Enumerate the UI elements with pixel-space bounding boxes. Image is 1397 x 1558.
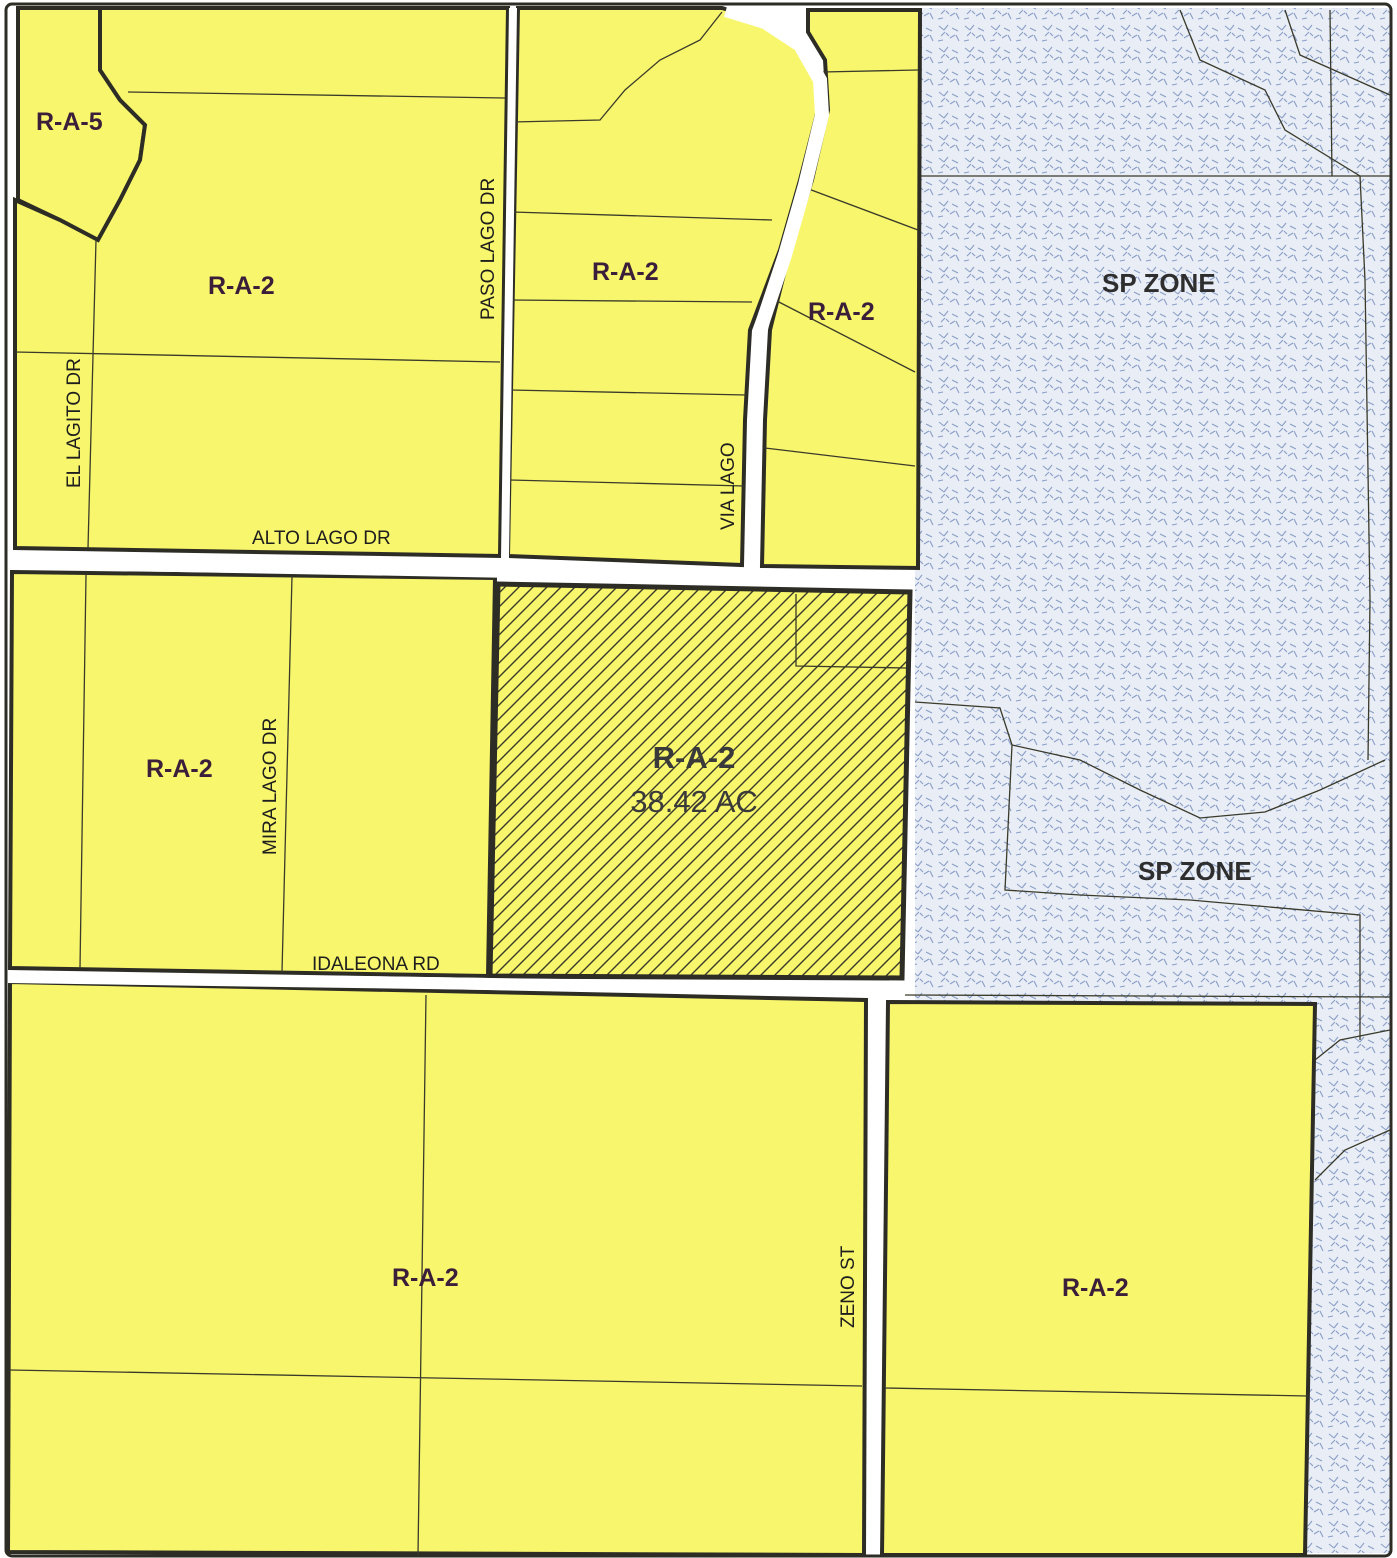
street-label-alto-lago: ALTO LAGO DR <box>252 528 391 549</box>
street-label-mira-lago: MIRA LAGO DR <box>260 718 281 855</box>
zone-label-sp-north: SP ZONE <box>1102 268 1216 298</box>
parcel-line-ne-3 <box>774 299 916 373</box>
parcel-line-nc-3 <box>509 299 753 303</box>
parcel-line-w-2 <box>281 575 293 973</box>
parcel-line-ne-4 <box>764 447 916 467</box>
street-label-paso-lago: PASO LAGO DR <box>478 178 499 320</box>
sp-zone-east-edge <box>1359 175 1371 761</box>
parcel-line-ne-1 <box>821 69 919 73</box>
parcel-line-nc-5 <box>509 479 745 487</box>
zone-label-ra2-south-west: R-A-2 <box>392 1264 459 1292</box>
sp-zone-boundary-east-curve <box>1179 9 1361 177</box>
sp-zone-boundary-south <box>904 994 1391 998</box>
road-idaleona <box>7 971 906 996</box>
subject-parcel-zone-label: R-A-2 <box>653 740 736 775</box>
road-zeno <box>868 991 882 1556</box>
parcel-line-nc-2 <box>511 211 773 221</box>
parcel-line-w-1 <box>79 574 87 969</box>
zone-label-sp-south: SP ZONE <box>1138 856 1252 886</box>
subject-parcel-area-label: 38.42 AC <box>630 784 758 819</box>
parcel-line-sw-1 <box>417 994 427 1556</box>
parcel-line-nc-1 <box>511 11 723 123</box>
block-nw <box>13 6 511 559</box>
road-paso-lago <box>501 7 517 559</box>
road-alto-lago <box>9 555 916 585</box>
parcel-line-nw-3 <box>87 239 97 549</box>
subject-parcel <box>487 581 913 981</box>
parcel-line-ne-2 <box>797 184 919 231</box>
sp-zone-east-tail <box>1314 1029 1391 1181</box>
street-label-via-lago: VIA LAGO <box>718 442 739 530</box>
zone-label-ra2-north-center: R-A-2 <box>592 258 659 286</box>
sp-zone-boundary-line-v <box>1329 9 1333 177</box>
street-label-idaleona: IDALEONA RD <box>312 954 440 975</box>
zone-label-ra2-north-east: R-A-2 <box>808 298 875 326</box>
sp-zone-inner-boundary <box>914 701 1386 819</box>
zone-label-ra2-south-east: R-A-2 <box>1062 1274 1129 1302</box>
parcel-line-nw-2 <box>14 351 501 363</box>
street-label-el-lagito: EL LAGITO DR <box>64 358 85 488</box>
zone-label-ra2-west: R-A-2 <box>146 755 213 783</box>
parcel-line-nc-4 <box>509 389 747 396</box>
sp-zone-boundary-east-curve-2 <box>1284 9 1391 96</box>
zone-label-ra2-nw: R-A-2 <box>208 272 275 300</box>
parcel-line-nw-1 <box>127 91 506 99</box>
street-label-zeno: ZENO ST <box>838 1245 859 1328</box>
parcel-line-sw-2 <box>9 1369 863 1387</box>
map-frame <box>4 2 1393 1558</box>
subject-parcel-inner-line <box>795 594 907 669</box>
road-via-lago <box>723 3 830 569</box>
zone-label-ra5-nw: R-A-5 <box>36 108 103 136</box>
sp-zone-inner-boundary-2 <box>1004 744 1361 1040</box>
parcel-line-se-1 <box>884 1387 1309 1397</box>
